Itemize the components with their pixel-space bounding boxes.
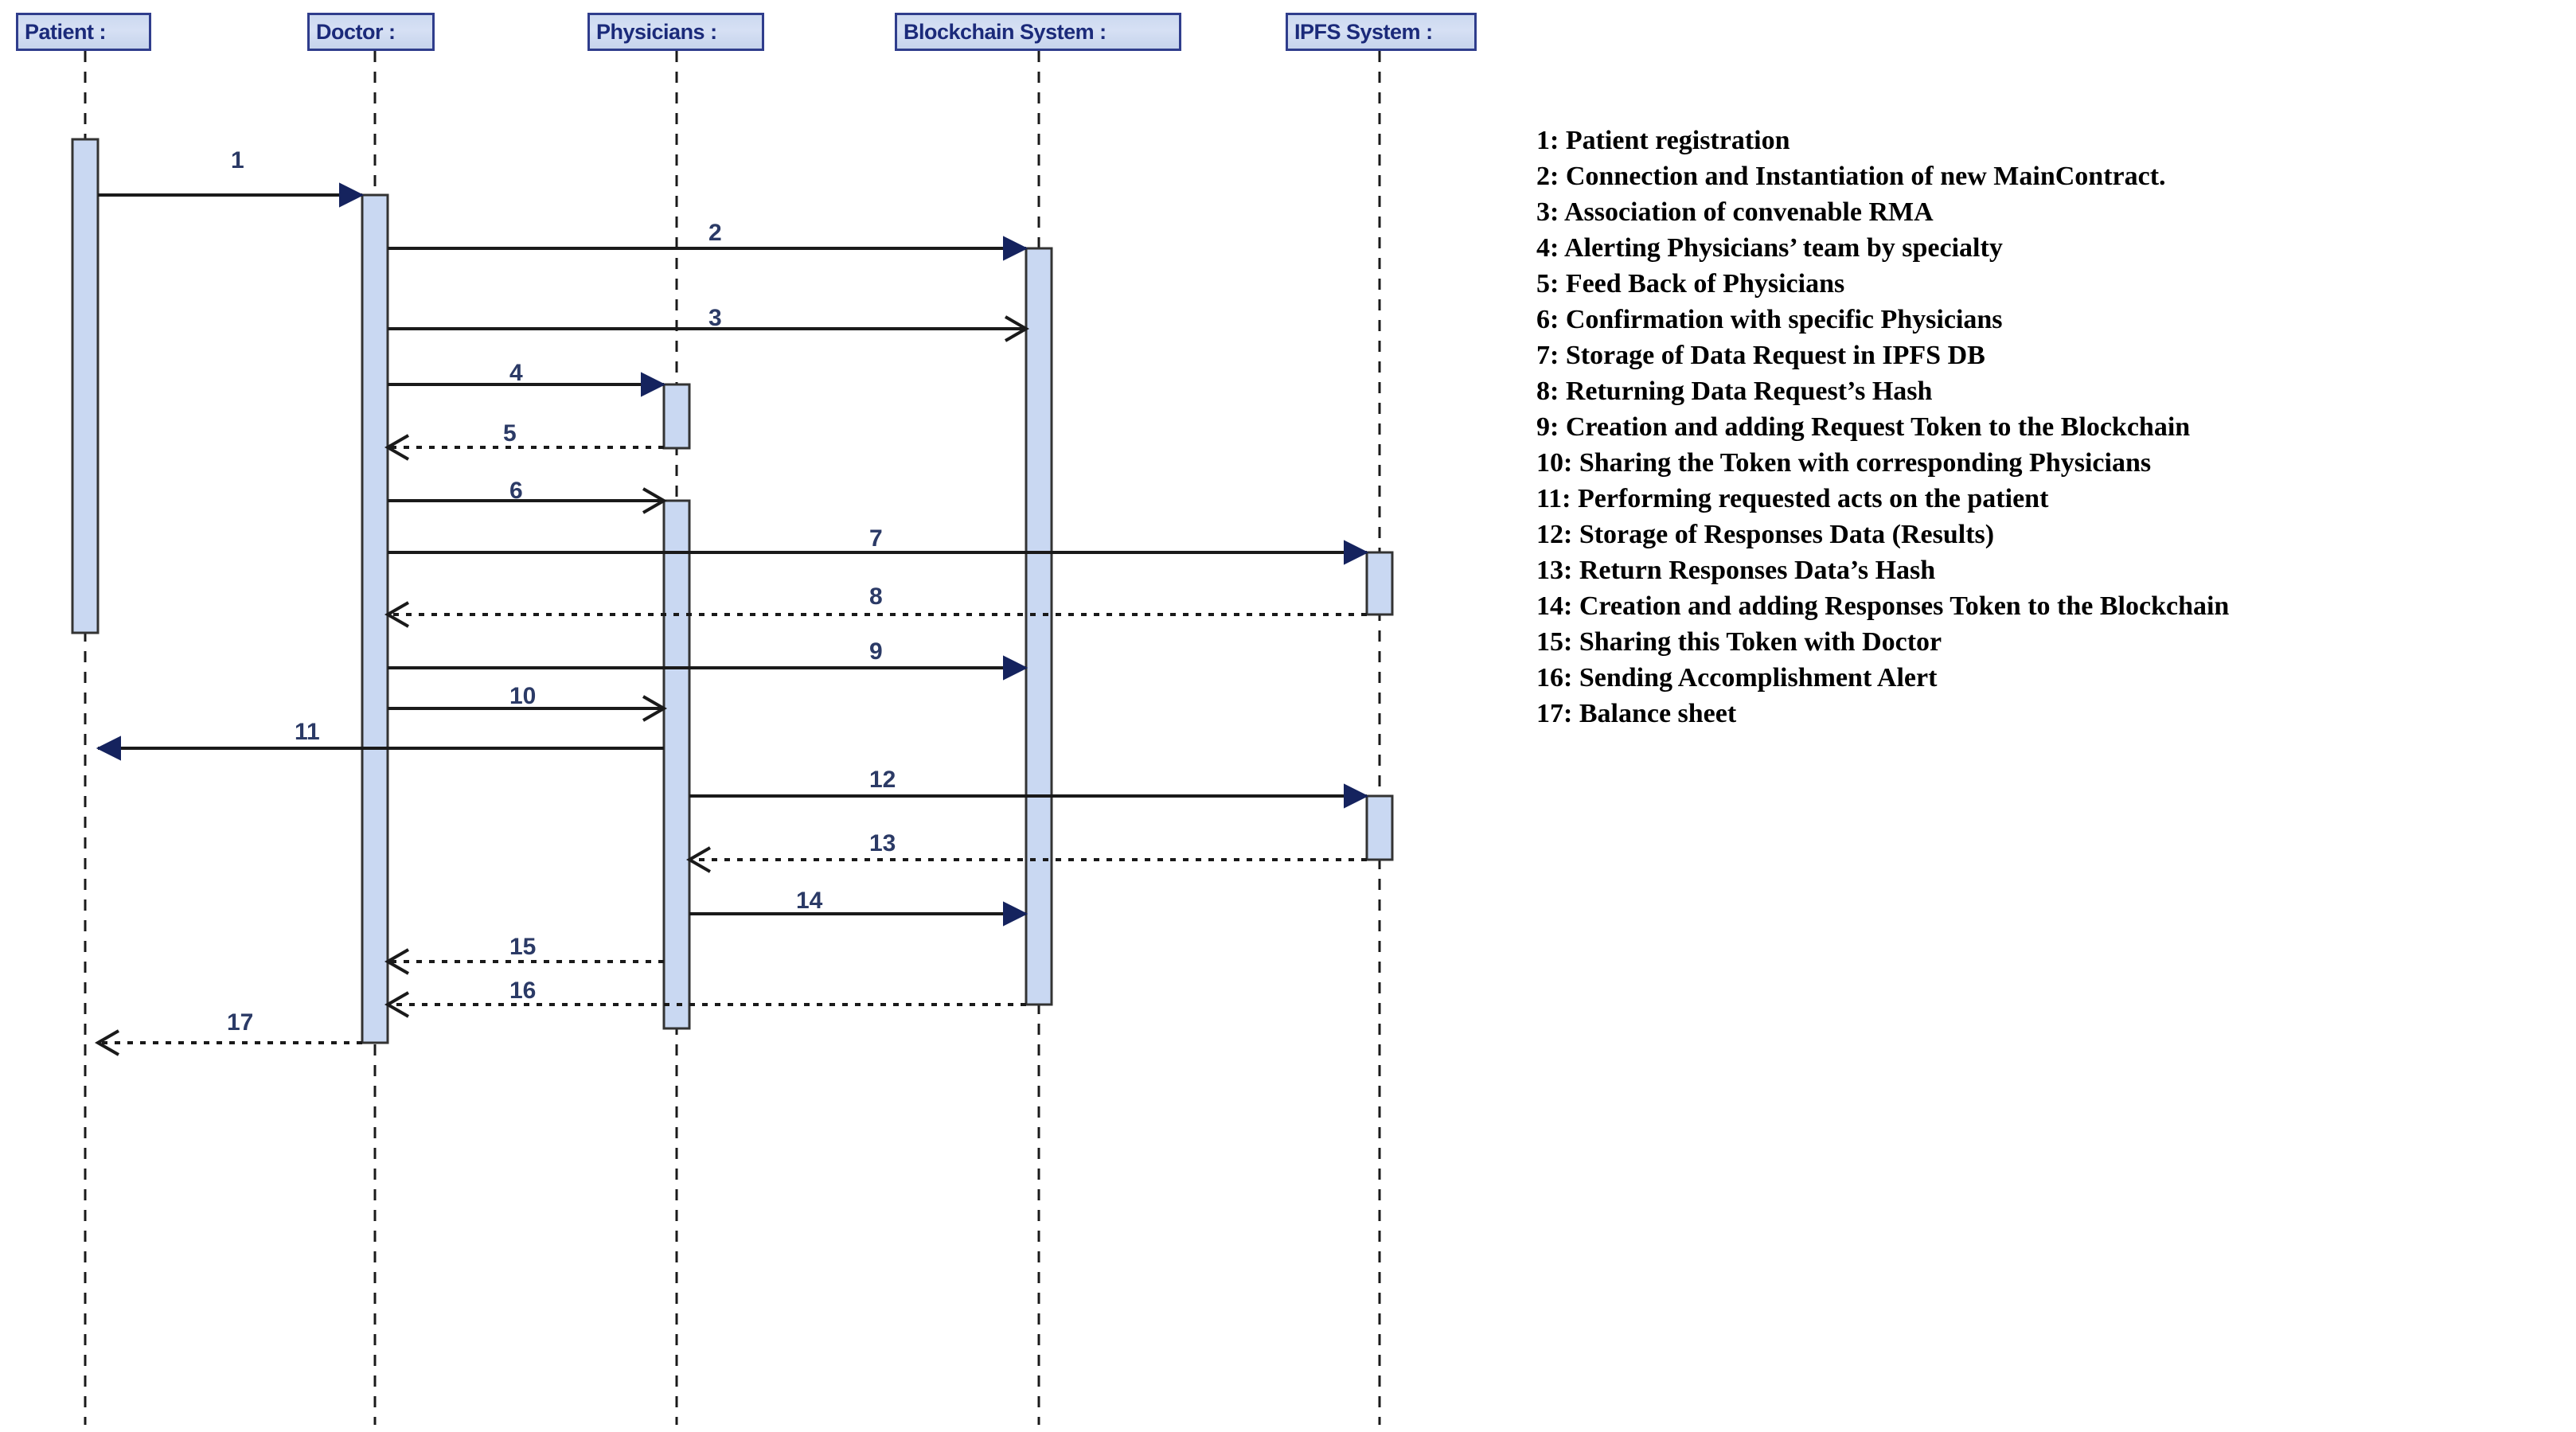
arrowhead-open-16 xyxy=(384,991,409,1018)
activation-bar-ipfs xyxy=(1365,551,1394,616)
message-number-5: 5 xyxy=(503,420,517,447)
legend-item: 7: Storage of Data Request in IPFS DB xyxy=(1536,341,1985,370)
arrowhead-filled-11 xyxy=(96,736,121,761)
message-14 xyxy=(689,901,1028,927)
legend-item: 16: Sending Accomplishment Alert xyxy=(1536,663,1938,693)
lifeline-header-physicians[interactable]: Physicians : xyxy=(587,13,764,51)
message-17 xyxy=(94,1029,362,1056)
legend-item: 13: Return Responses Data’s Hash xyxy=(1536,556,1936,585)
activation-bar-patient xyxy=(71,138,100,634)
legend-item: 11: Performing requested acts on the pat… xyxy=(1536,484,2049,513)
message-1 xyxy=(98,182,365,208)
message-number-12: 12 xyxy=(869,767,896,793)
arrowhead-open-10 xyxy=(642,695,668,722)
lifeline-label-blockchain: Blockchain System : xyxy=(904,19,1107,44)
sequence-diagram-canvas: Patient : Doctor : Physicians : Blockchain … xyxy=(16,13,1477,1425)
lifeline-label-patient: Patient : xyxy=(25,19,107,44)
lifeline-header-blockchain[interactable]: Blockchain System : xyxy=(895,13,1181,51)
message-15 xyxy=(384,948,664,975)
message-number-4: 4 xyxy=(509,360,523,386)
message-10 xyxy=(388,695,668,722)
message-number-3: 3 xyxy=(708,305,722,331)
lifeline-label-doctor: Doctor : xyxy=(316,19,396,44)
message-number-8: 8 xyxy=(869,583,883,610)
message-number-15: 15 xyxy=(509,934,537,960)
message-number-14: 14 xyxy=(796,888,823,914)
message-6 xyxy=(388,487,668,514)
message-8 xyxy=(384,601,1367,628)
legend-item: 6: Confirmation with specific Physicians xyxy=(1536,305,2003,334)
arrowhead-open-15 xyxy=(384,948,409,975)
lifeline-label-physicians: Physicians : xyxy=(596,19,717,44)
legend-item: 1: Patient registration xyxy=(1536,126,1790,155)
activation-bar-physicians xyxy=(662,383,691,450)
arrowhead-open-6 xyxy=(642,487,668,514)
message-4 xyxy=(388,372,666,397)
legend-item: 2: Connection and Instantiation of new M… xyxy=(1536,162,2166,191)
message-number-13: 13 xyxy=(869,830,896,856)
message-5 xyxy=(384,434,664,461)
lifeline-header-doctor[interactable]: Doctor : xyxy=(307,13,435,51)
lifeline-header-patient[interactable]: Patient : xyxy=(16,13,151,51)
legend-item: 4: Alerting Physicians’ team by specialt… xyxy=(1536,233,2003,263)
message-13 xyxy=(685,846,1367,873)
activation-bar-ipfs xyxy=(1365,794,1394,861)
lifeline-header-ipfs[interactable]: IPFS System : xyxy=(1286,13,1477,51)
message-3 xyxy=(388,315,1030,342)
message-number-10: 10 xyxy=(509,683,537,709)
message-number-11: 11 xyxy=(295,719,320,745)
activation-bar-doctor xyxy=(361,193,389,1044)
activation-bar-blockchain xyxy=(1025,247,1053,1006)
legend-item: 12: Storage of Responses Data (Results) xyxy=(1536,520,1995,549)
lifeline-label-ipfs: IPFS System : xyxy=(1294,19,1433,44)
message-number-9: 9 xyxy=(869,638,883,665)
sequence-diagram-svg xyxy=(71,51,1394,1425)
message-2 xyxy=(388,236,1028,261)
arrowhead-open-8 xyxy=(384,601,409,628)
arrowhead-filled-7 xyxy=(1344,540,1369,565)
arrowhead-filled-14 xyxy=(1003,901,1028,927)
message-number-1: 1 xyxy=(231,147,244,174)
legend-item: 10: Sharing the Token with corresponding… xyxy=(1536,448,2152,478)
arrowhead-filled-9 xyxy=(1003,655,1028,681)
message-12 xyxy=(689,783,1369,809)
arrowhead-filled-1 xyxy=(339,182,365,208)
message-16 xyxy=(384,991,1026,1018)
message-9 xyxy=(388,655,1028,681)
message-7 xyxy=(388,540,1369,565)
legend-item: 5: Feed Back of Physicians xyxy=(1536,269,1845,298)
arrowhead-filled-2 xyxy=(1003,236,1028,261)
legend-item: 17: Balance sheet xyxy=(1536,699,1737,728)
message-number-2: 2 xyxy=(708,220,722,246)
arrowhead-open-17 xyxy=(94,1029,119,1056)
activation-bar-physicians xyxy=(662,499,691,1030)
message-11 xyxy=(96,736,664,761)
arrowhead-filled-12 xyxy=(1344,783,1369,809)
legend-item: 15: Sharing this Token with Doctor xyxy=(1536,627,1942,657)
legend-item: 9: Creation and adding Request Token to … xyxy=(1536,412,2191,442)
message-number-16: 16 xyxy=(509,977,537,1004)
arrowhead-filled-4 xyxy=(641,372,666,397)
arrowhead-open-3 xyxy=(1005,315,1030,342)
message-number-6: 6 xyxy=(509,478,523,504)
message-number-17: 17 xyxy=(227,1009,254,1036)
message-number-7: 7 xyxy=(869,525,883,552)
legend-item: 3: Association of convenable RMA xyxy=(1536,197,1934,227)
legend-item: 8: Returning Data Request’s Hash xyxy=(1536,377,1933,406)
message-legend: 1: Patient registration 2: Connection and… xyxy=(1536,127,2571,736)
arrowhead-open-13 xyxy=(685,846,711,873)
legend-item: 14: Creation and adding Responses Token … xyxy=(1536,591,2230,621)
arrowhead-open-5 xyxy=(384,434,409,461)
